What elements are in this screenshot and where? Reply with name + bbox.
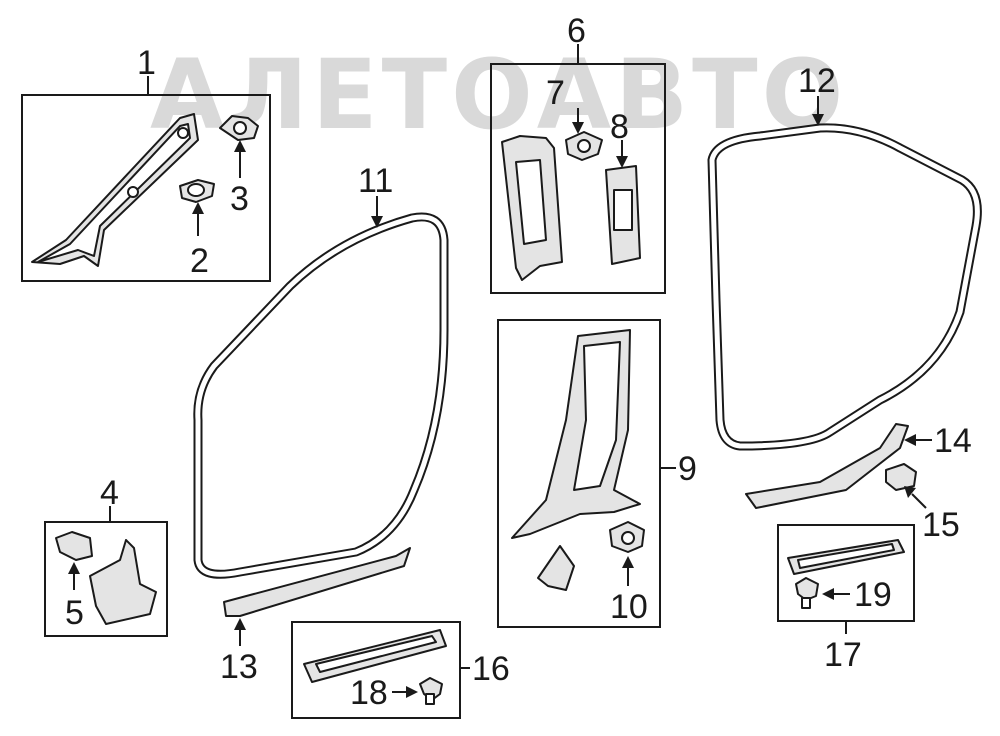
arrow-14 <box>904 434 916 446</box>
clip-5 <box>55 531 93 561</box>
callout-2: 2 <box>190 242 209 280</box>
arrow-15 <box>904 486 916 498</box>
group-box-16 <box>291 621 461 719</box>
seatbelt-adjuster-8 <box>605 165 641 265</box>
clip-2 <box>179 179 215 203</box>
b-pillar-lower-garnish <box>511 329 641 539</box>
callout-7: 7 <box>546 74 565 112</box>
clip-7 <box>565 131 603 161</box>
callout-3: 3 <box>230 180 249 218</box>
rear-door-weatherstrip <box>707 123 982 451</box>
clip-19 <box>795 577 819 609</box>
arrow-2 <box>192 202 204 214</box>
leader-15 <box>911 493 927 509</box>
callout-18: 18 <box>350 674 388 712</box>
cover-small <box>537 545 575 591</box>
callout-5: 5 <box>65 594 84 632</box>
callout-19: 19 <box>854 576 892 614</box>
clip-15 <box>885 463 917 491</box>
arrow-5 <box>68 562 80 574</box>
callout-13: 13 <box>220 648 258 686</box>
callout-17: 17 <box>824 636 862 674</box>
arrow-13 <box>234 618 246 630</box>
arrow-11 <box>371 216 383 228</box>
group-box-1 <box>21 94 271 282</box>
callout-16: 16 <box>472 650 510 688</box>
arrow-10 <box>622 556 634 568</box>
callout-1: 1 <box>137 44 156 82</box>
callout-15: 15 <box>922 506 960 544</box>
callout-6: 6 <box>567 12 586 50</box>
clip-18 <box>419 677 443 705</box>
callout-8: 8 <box>610 108 629 146</box>
front-scuff-plate-outer <box>303 629 447 683</box>
arrow-7 <box>572 122 584 134</box>
cowl-side-trim <box>89 539 157 625</box>
clip-3 <box>219 115 259 141</box>
arrow-3 <box>234 140 246 152</box>
clip-10 <box>609 521 645 553</box>
rear-scuff-plate-inner <box>745 423 909 509</box>
group-box-4 <box>44 521 168 637</box>
arrow-18 <box>406 686 418 698</box>
arrow-12 <box>812 114 824 126</box>
callout-9: 9 <box>678 450 697 488</box>
callout-4: 4 <box>100 474 119 512</box>
callout-14: 14 <box>934 422 972 460</box>
callout-12: 12 <box>798 62 836 100</box>
callout-11: 11 <box>358 162 393 200</box>
a-pillar-garnish <box>31 113 199 267</box>
arrow-19 <box>822 588 834 600</box>
callout-10: 10 <box>610 588 648 626</box>
rear-scuff-plate-outer <box>787 539 905 575</box>
group-box-9 <box>497 319 661 628</box>
front-scuff-plate-inner <box>223 547 411 617</box>
front-door-weatherstrip <box>193 212 449 579</box>
arrow-8 <box>616 156 628 168</box>
b-pillar-upper-garnish <box>501 135 563 281</box>
